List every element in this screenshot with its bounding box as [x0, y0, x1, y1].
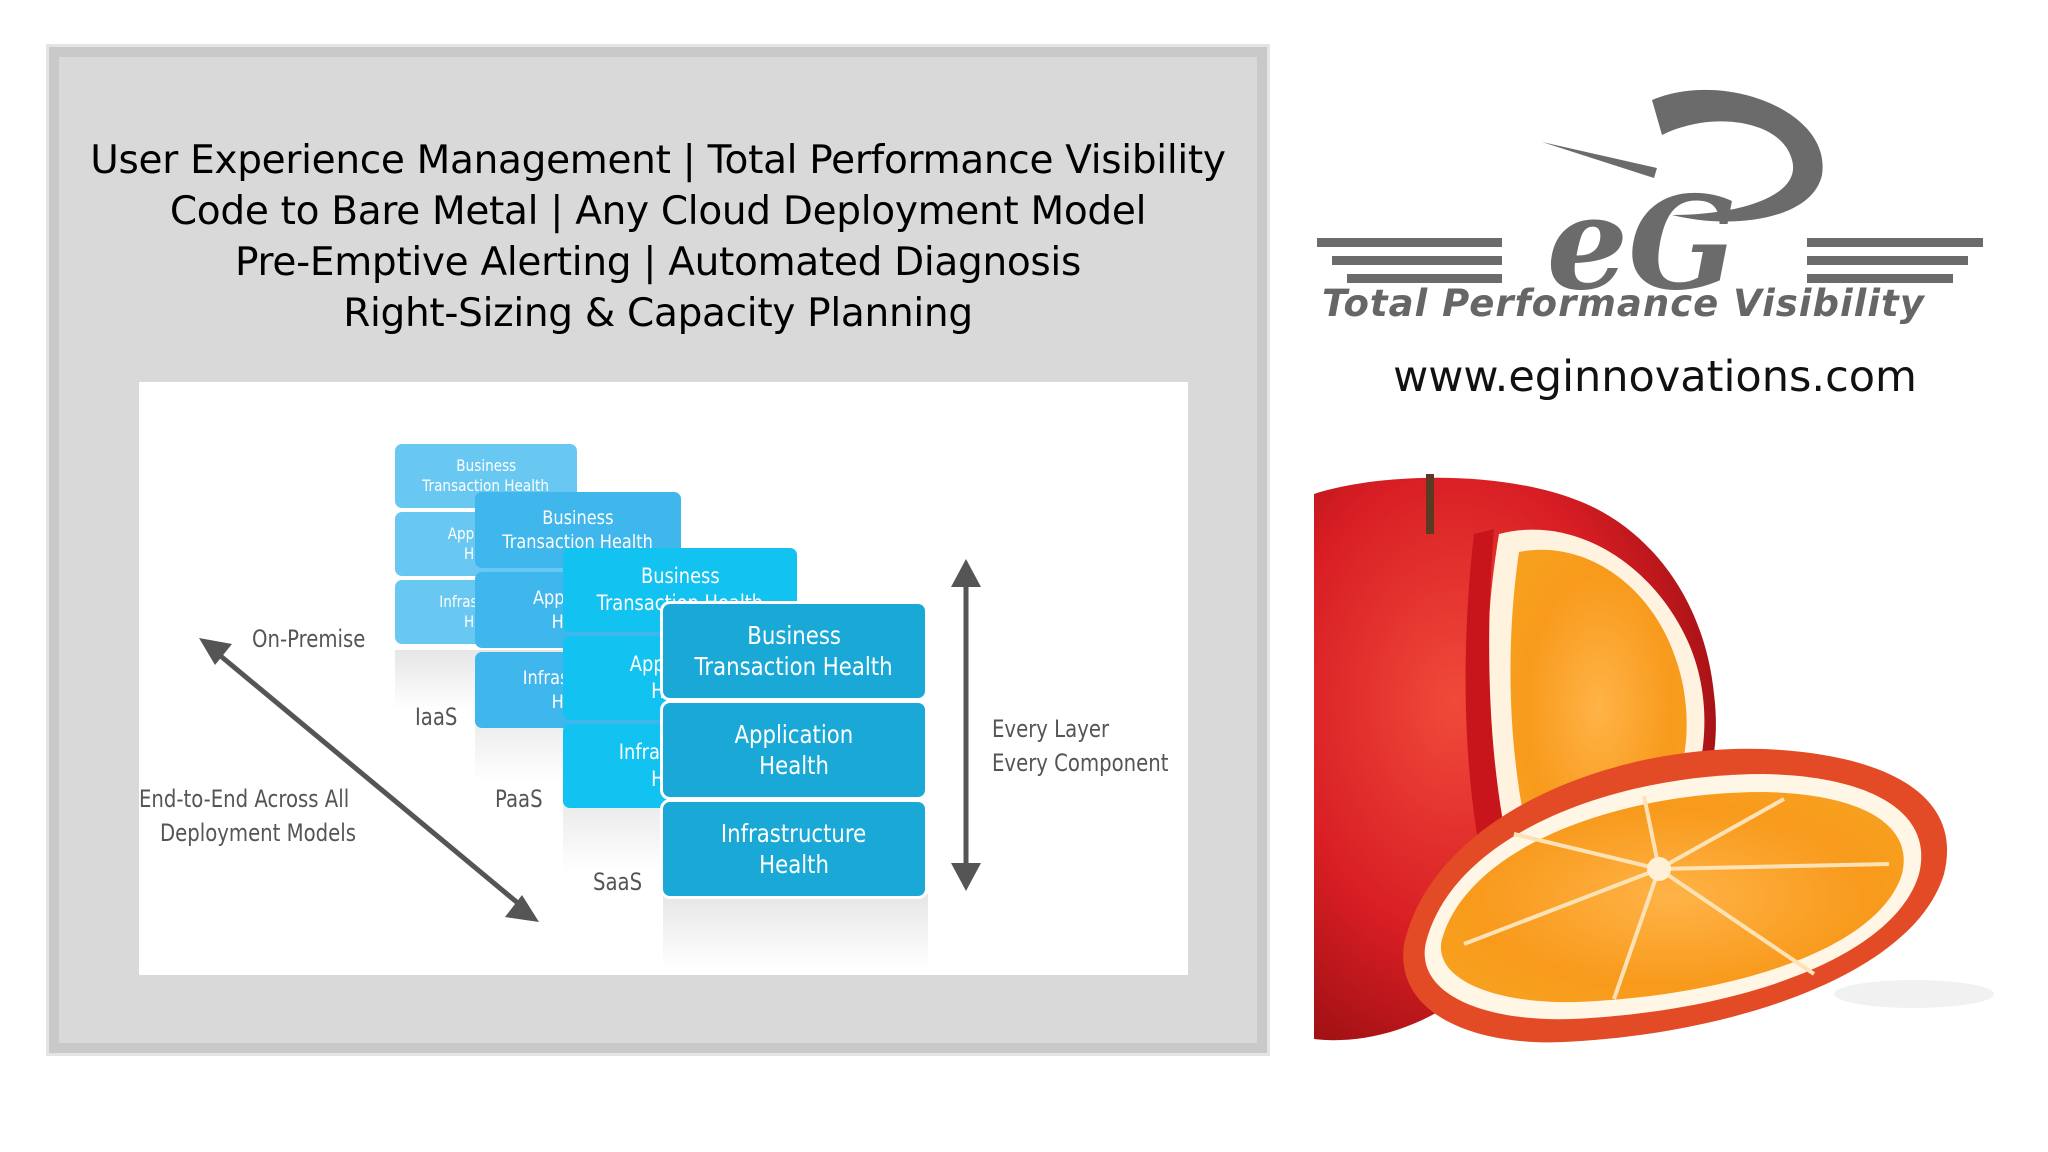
headline-line-4: Right-Sizing & Capacity Planning	[343, 291, 973, 336]
front-reflection	[663, 894, 928, 969]
logo-speedline-left-1	[1317, 238, 1502, 247]
logo-speedline-right-3	[1807, 274, 1953, 283]
apple-cut-edge	[1465, 529, 1514, 894]
front-infrastructure-line1: Infrastructure	[721, 819, 867, 848]
front-business-cell: Business Transaction Health	[663, 604, 925, 698]
vertical-arrow-head-top	[951, 559, 981, 587]
front-business-line2: Transaction Health	[694, 652, 894, 681]
diagonal-arrow-head-bottom	[505, 895, 539, 922]
headline-line-3: Pre-Emptive Alerting | Automated Diagnos…	[235, 240, 1081, 285]
eg-logo: eG	[1317, 89, 1983, 319]
logo-speedline-left-2	[1332, 256, 1502, 265]
logo-swoosh-tail	[1542, 142, 1657, 178]
apple-stem	[1426, 474, 1434, 534]
paas-business-line1: Business	[542, 507, 614, 529]
logo-tagline: Total Performance Visibility	[1322, 282, 1925, 325]
saas-business-line1: Business	[640, 564, 720, 588]
website-url: www.eginnovations.com	[1393, 352, 1917, 402]
headline-line-1: User Experience Management | Total Perfo…	[90, 138, 1226, 183]
logo-wordmark: eG	[1547, 169, 1738, 319]
apple-orange-image	[1314, 474, 2002, 1046]
logo-swoosh	[1652, 89, 1823, 222]
diagonal-arrow-head-top	[199, 638, 232, 665]
iaas-business-cell: Business Transaction Health	[395, 444, 577, 508]
front-application-cell: Application Health	[663, 703, 925, 797]
content-panel: User Experience Management | Total Perfo…	[46, 44, 1270, 1056]
paas-label: PaaS	[495, 785, 543, 813]
front-application-line2: Health	[759, 751, 829, 780]
on-premise-label: On-Premise	[252, 625, 366, 653]
front-infrastructure-cell: Infrastructure Health	[663, 802, 925, 896]
orange-center	[1647, 857, 1671, 881]
content-panel-inner: User Experience Management | Total Perfo…	[59, 57, 1257, 1043]
logo-speedline-right-2	[1807, 256, 1968, 265]
logo-speedline-right-1	[1807, 238, 1983, 247]
fruit-shadow	[1834, 980, 1994, 1008]
orange-segments	[1463, 795, 1890, 1000]
headline: User Experience Management | Total Perfo…	[59, 135, 1257, 339]
iaas-business-line1: Business	[456, 456, 516, 475]
diagonal-arrow-line	[209, 646, 527, 911]
headline-line-2: Code to Bare Metal | Any Cloud Deploymen…	[169, 189, 1147, 234]
front-infrastructure-line2: Health	[759, 850, 829, 879]
iaas-label: IaaS	[415, 703, 458, 731]
iaas-business-line2: Transaction Health	[422, 476, 550, 495]
vertical-arrow-head-bottom	[951, 863, 981, 891]
deployment-diagram: Business Transaction Health Application …	[139, 382, 1188, 975]
front-application-line1: Application	[734, 720, 854, 749]
end-to-end-label-line2: Deployment Models	[160, 819, 356, 847]
front-business-line1: Business	[747, 621, 841, 650]
every-component-label: Every Component	[992, 749, 1169, 777]
every-layer-label: Every Layer	[992, 715, 1110, 743]
end-to-end-label-line1: End-to-End Across All	[139, 785, 350, 813]
logo-speedline-left-3	[1347, 274, 1502, 283]
paas-business-line2: Transaction Health	[502, 531, 654, 553]
saas-label: SaaS	[593, 868, 643, 896]
